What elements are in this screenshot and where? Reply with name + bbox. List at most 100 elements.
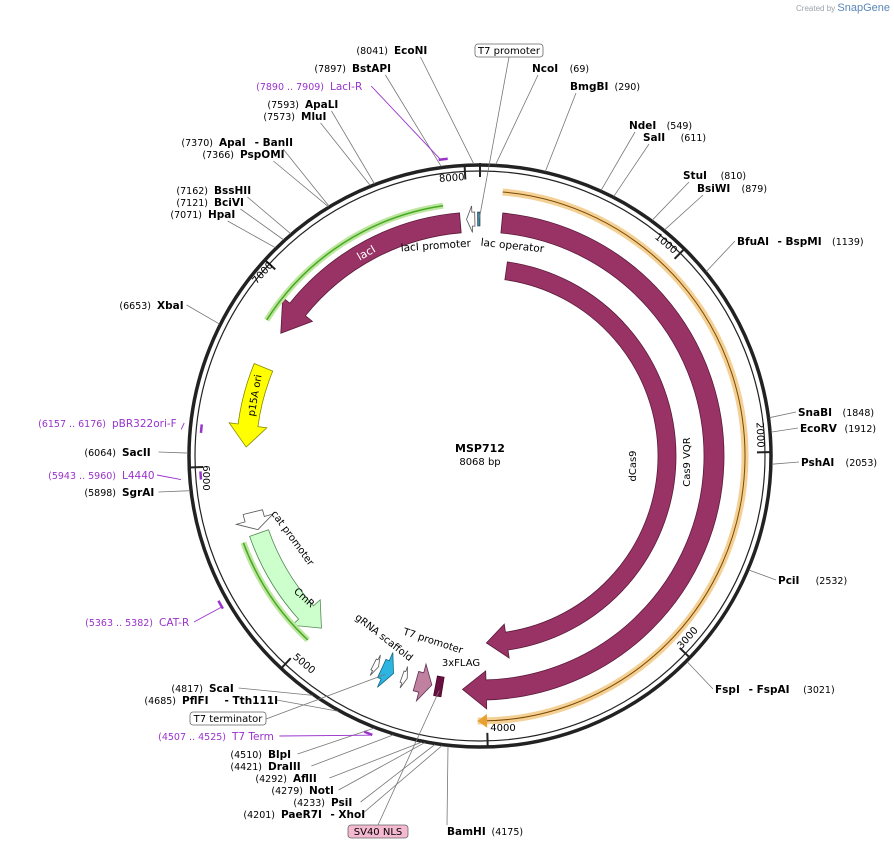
watermark-brand: SnapGene (837, 2, 890, 14)
gRNA-t7-feature (377, 652, 394, 688)
enzyme-position: (4421) (230, 762, 262, 773)
enzyme-name-extra: - FspAI (749, 684, 790, 696)
enzyme-bamhi: BamHI(4175) (447, 826, 523, 838)
enzyme-name: ApaI (219, 137, 246, 149)
enzyme-bsshii: (7162)BssHII (176, 185, 251, 197)
enzyme-name-extra: - XhoI (330, 809, 365, 821)
enzyme-pspomi: (7366)PspOMI (202, 149, 284, 161)
primer-range: (7890 .. 7909) (256, 82, 324, 93)
enzyme-position: (1848) (843, 408, 875, 419)
cas9-vqr-label: Cas9 VQR (682, 437, 693, 487)
tick-label: 2000 (754, 422, 766, 448)
tick-label: 4000 (490, 723, 515, 734)
enzyme-position: (1912) (845, 424, 877, 435)
laci-feature (280, 212, 462, 334)
enzyme-position: (4685) (144, 696, 176, 707)
cas9-vqr-feature (461, 212, 725, 710)
enzyme-bsiwi: BsiWI(879) (697, 183, 767, 195)
enzyme-name: EcoRV (800, 423, 838, 435)
primer-mark (199, 424, 204, 434)
enzyme-name: SacII (122, 447, 151, 459)
enzyme-position: (879) (742, 184, 768, 195)
enzyme-position: (2532) (816, 576, 848, 587)
flag-label: 3xFLAG (442, 658, 480, 669)
enzyme-name: NdeI (629, 120, 656, 132)
enzyme-position: (3021) (803, 685, 835, 696)
enzyme-stui: StuI(810) (683, 170, 746, 182)
enzyme-position: (611) (681, 133, 707, 144)
tick-label: 6000 (200, 465, 211, 490)
laci-orf-line (266, 204, 444, 321)
dcas9-label: dCas9 (628, 450, 639, 481)
enzyme-ecorv: EcoRV (1912) (800, 423, 876, 435)
enzyme-name: PaeR7I (281, 809, 322, 821)
orf-line (477, 191, 746, 722)
enzyme-psii: (4233) PsiI (293, 797, 352, 809)
t7-promoter-box-label: T7 promoter (477, 46, 541, 57)
primer-name: LacI-R (330, 81, 362, 93)
enzyme-mlui: (7573)MluI (263, 111, 326, 123)
enzyme-position: (7897) (314, 64, 346, 75)
enzyme-name: BamHI (447, 826, 486, 838)
enzyme-position: (4279) (271, 786, 303, 797)
enzyme-name: PsiI (331, 797, 352, 809)
enzyme-paer7i: (4201)PaeR7I- XhoI (243, 809, 365, 821)
primer-range: (4507 .. 4525) (158, 732, 226, 743)
p15a-ori-feature (228, 363, 274, 448)
plasmid-name: MSP712 (455, 442, 505, 455)
t7-terminator-box: T7 terminator (189, 673, 386, 726)
labels: (8041) EcoNI (7897) BstAPI (7593)ApaLI(7573)… (38, 43, 877, 839)
enzyme-position: (8041) (356, 46, 388, 57)
sv40-nls-box: SV40 NLS (347, 690, 440, 839)
enzyme-name-extra: - BspMI (778, 236, 822, 248)
enzyme-name: BfuAI (737, 236, 769, 248)
primer-mark (438, 157, 448, 162)
enzyme-name: PciI (778, 575, 799, 587)
snapgene-watermark: Created by SnapGene (796, 2, 890, 14)
enzyme-name: BstAPI (352, 63, 391, 75)
enzyme-apali: (7593)ApaLI (267, 99, 338, 111)
enzyme-name: ScaI (209, 683, 234, 695)
enzyme-name: AflII (293, 773, 317, 785)
tick-label: 1000 (652, 232, 679, 257)
enzyme-position: (4233) (293, 798, 325, 809)
enzyme-name: EcoNI (394, 45, 427, 57)
enzyme-draiii: (4421)DraIII (230, 761, 300, 773)
primer-range: (6157 .. 6176) (38, 419, 106, 430)
enzyme-name: PshAI (801, 457, 834, 469)
enzyme-name: NcoI (532, 63, 558, 75)
laci-promoter-feature (466, 205, 476, 233)
primer-name: pBR322ori-F (112, 418, 177, 430)
primer-mark (363, 730, 373, 737)
enzyme-position: (5898) (84, 488, 116, 499)
enzyme-name: HpaI (208, 209, 235, 221)
enzyme-aflii: (4292)AflII (255, 773, 316, 785)
enzyme-scai: (4817)ScaI (171, 683, 233, 695)
enzyme-econi: (8041) EcoNI (356, 45, 427, 57)
primer-mark (199, 471, 203, 480)
enzyme-sacii: (6064)SacII (84, 447, 150, 459)
enzyme-position: (810) (721, 171, 747, 182)
enzyme-position: (7071) (170, 210, 202, 221)
primer-name: L4440 (122, 470, 155, 482)
enzyme-xbai: (6653)XbaI (119, 300, 183, 312)
lac-operator-label: lac operator (480, 237, 545, 256)
grna-scaffold-feature (369, 654, 381, 676)
tick-label: 8000 (439, 172, 465, 185)
primer-laci-r: (7890 .. 7909) LacI-R (256, 81, 441, 160)
enzyme-ncoi: NcoI(69) (532, 63, 589, 75)
enzyme-name-extra: - BanII (255, 137, 293, 149)
enzyme-position: (290) (615, 82, 641, 93)
enzyme-bstapi: (7897) BstAPI (314, 63, 391, 75)
enzyme-name: BciVI (214, 197, 244, 209)
t7-promoter-inner-feature (399, 666, 408, 689)
enzyme-hpai: (7071) HpaI (170, 209, 235, 221)
enzyme-sali: SalI(611) (643, 132, 706, 144)
enzyme-position: (7593) (267, 100, 299, 111)
enzyme-name: MluI (301, 111, 326, 123)
cmr-feature (249, 529, 322, 629)
lac-operator-feature (477, 211, 481, 227)
enzyme-position: (7370) (181, 138, 213, 149)
enzyme-position: (1139) (832, 237, 864, 248)
